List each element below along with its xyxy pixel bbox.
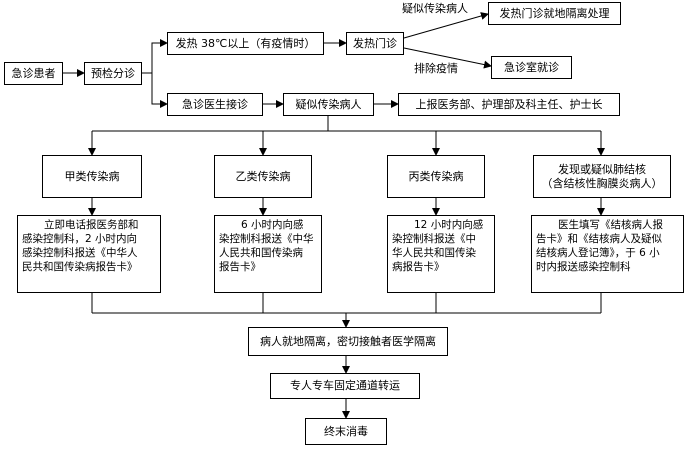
node-isolate-contacts: 病人就地隔离，密切接触者医学隔离 — [248, 327, 448, 356]
action-tb-line-3: 结核病人登记簿》，于 6 小 — [536, 247, 660, 259]
node-class-a: 甲类传染病 — [42, 155, 142, 198]
node-er-doctor: 急诊医生接诊 — [167, 93, 263, 116]
arrow-clinic-isolate — [403, 12, 489, 39]
action-tb-line-4: 时内报送感染控制科 — [536, 261, 631, 273]
action-c-line-3: 华人民共和国传染 — [392, 247, 476, 259]
node-emergency-patient: 急诊患者 — [4, 62, 63, 85]
node-class-c: 丙类传染病 — [387, 155, 485, 198]
action-a-line-1: 立即电话报医务部和 — [44, 219, 139, 231]
node-terminal-disinfection: 终末消毒 — [305, 418, 387, 445]
action-tb-line-1: 医生填写《结核病人报 — [558, 219, 663, 231]
node-suspected-patient: 疑似传染病人 — [283, 93, 374, 116]
action-class-a: 立即电话报医务部和 感染控制科，2 小时内向 感染控制科报送《中华人 民共和国传… — [17, 215, 161, 293]
arrow-clinic-er-room — [403, 47, 492, 69]
action-b-line-2: 染控制科报送《中华 — [219, 233, 314, 245]
arrow-triage-fever — [142, 39, 168, 74]
action-b-line-1: 6 小时内向感 — [241, 219, 304, 231]
node-fever: 发热 38℃以上（有疫情时） — [167, 32, 324, 55]
node-er-room: 急诊室就诊 — [491, 56, 572, 79]
action-c-line-4: 病报告卡》 — [392, 261, 445, 273]
action-b-line-4: 报告卡》 — [219, 261, 261, 273]
label-exclude-epidemic: 排除疫情 — [414, 62, 458, 75]
action-tuberculosis: 医生填写《结核病人报 告卡》和《结核病人及疑似 结核病人登记簿》，于 6 小 时… — [531, 215, 684, 293]
action-class-b: 6 小时内向感 染控制科报送《中华 人民共和国传染病 报告卡》 — [214, 215, 322, 293]
label-suspected-upper: 疑似传染病人 — [402, 2, 468, 15]
node-report-departments: 上报医务部、护理部及科主任、护士长 — [398, 93, 620, 116]
node-triage: 预检分诊 — [84, 62, 142, 85]
tb-label-line-2: （含结核性胸膜炎病人） — [541, 176, 663, 190]
node-dedicated-transport: 专人专车固定通道转运 — [270, 373, 420, 399]
node-tuberculosis: 发现或疑似肺结核 （含结核性胸膜炎病人） — [533, 155, 671, 198]
action-a-line-4: 民共和国传染病报告卡》 — [22, 261, 138, 273]
action-b-line-3: 人民共和国传染病 — [219, 247, 303, 259]
arrow-triage-er-doctor — [151, 73, 168, 108]
action-c-line-2: 染控制科报送《中 — [392, 233, 476, 245]
action-class-c: 12 小时内向感 染控制科报送《中 华人民共和国传染 病报告卡》 — [387, 215, 495, 293]
action-c-line-1: 12 小时内向感 — [414, 219, 484, 231]
node-fever-clinic: 发热门诊 — [346, 32, 404, 55]
tb-label-line-1: 发现或疑似肺结核 — [558, 162, 646, 176]
node-class-b: 乙类传染病 — [214, 155, 312, 198]
action-a-line-2: 感染控制科，2 小时内向 — [22, 233, 138, 245]
node-fever-clinic-isolation: 发热门诊就地隔离处理 — [488, 2, 621, 25]
action-a-line-3: 感染控制科报送《中华人 — [22, 247, 138, 259]
action-tb-line-2: 告卡》和《结核病人及疑似 — [536, 233, 662, 245]
